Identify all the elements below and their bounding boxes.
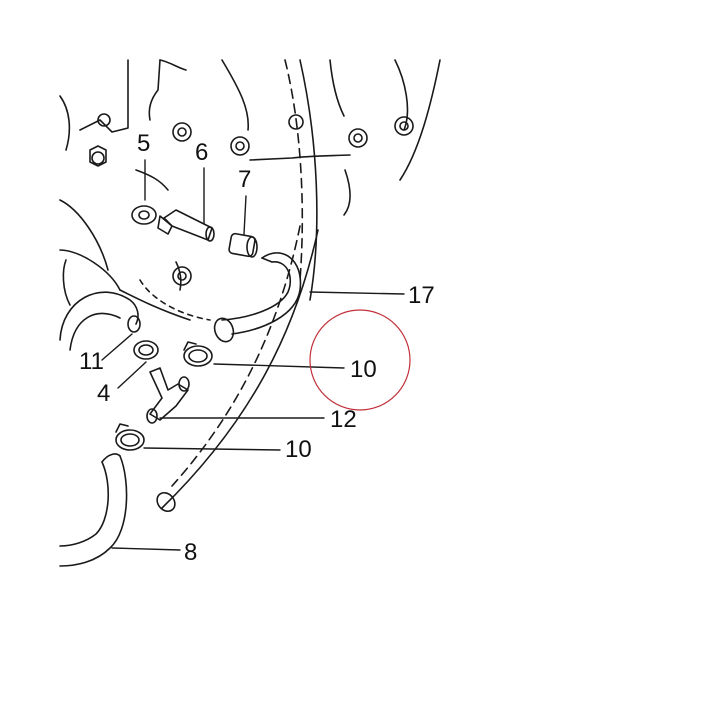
t-fitting-12 [146, 367, 190, 424]
part-label-6: 6 [195, 139, 209, 166]
part-label-10-top: 10 [350, 356, 377, 383]
part-label-11: 11 [79, 348, 104, 375]
part-label-17: 17 [408, 282, 435, 309]
part-label-10-bottom: 10 [285, 436, 312, 463]
part-label-12: 12 [330, 406, 357, 433]
part-label-8: 8 [184, 539, 198, 566]
engine-block-outline [59, 59, 441, 321]
fitting-6 [157, 209, 215, 242]
curved-hose-upper [213, 252, 302, 343]
hose-clamp-10-top [183, 341, 213, 367]
hose-clamp-10-bottom [115, 423, 145, 451]
hose-8 [59, 453, 128, 567]
block-bolts [89, 113, 414, 286]
hose-17 [156, 225, 319, 513]
part-label-4: 4 [97, 380, 111, 407]
clip-4 [133, 340, 159, 360]
leader-lines [101, 159, 405, 551]
part-label-5: 5 [137, 130, 151, 157]
part-label-7: 7 [238, 166, 252, 193]
sleeve-7 [228, 232, 258, 258]
highlight-circle [309, 309, 411, 411]
washer-5 [131, 205, 157, 225]
hose-11 [59, 199, 141, 351]
